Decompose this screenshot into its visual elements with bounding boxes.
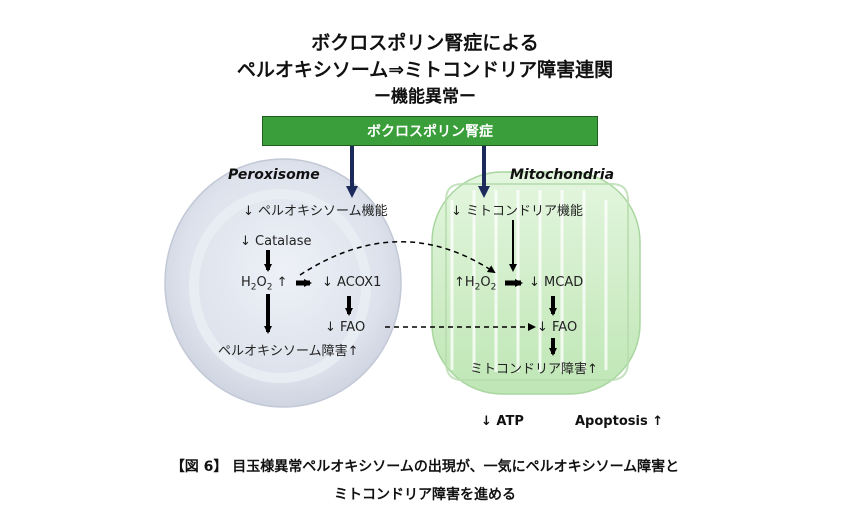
mitochondria-label: Mitochondria xyxy=(510,167,615,183)
mitochondria-body xyxy=(431,171,641,395)
acox1-label: ↓ ACOX1 xyxy=(322,275,382,290)
peroxisome-inner-ring xyxy=(189,189,371,383)
peroxisome-label: Peroxisome xyxy=(228,167,320,183)
title-line-1: ボクロスポリン腎症による xyxy=(311,32,539,54)
mitochondria-damage-label: ミトコンドリア障害↑ xyxy=(470,362,598,377)
mitochondria-function-label: ↓ ミトコンドリア機能 xyxy=(451,204,584,219)
title-line-3: ー機能異常ー xyxy=(374,87,476,107)
h2o2-dashed-transfer-arrow xyxy=(299,241,496,276)
apoptosis-label: Apoptosis ↑ xyxy=(575,414,664,429)
atp-label: ↓ ATP xyxy=(481,414,524,429)
mitochondria-fao-label: ↓ FAO xyxy=(537,320,578,335)
figure-caption-line-2: ミトコンドリア障害を進める xyxy=(334,487,516,503)
peroxisome-damage-label: ペルオキシソーム障害↑ xyxy=(218,344,359,359)
mitochondria-h2o2-label: ↑H2O2 xyxy=(454,275,497,293)
peroxisome-h2o2-label: H2O2 ↑ xyxy=(241,275,288,293)
catalase-label: ↓ Catalase xyxy=(240,234,312,249)
peroxisome-fao-label: ↓ FAO xyxy=(325,320,366,335)
peroxisome-function-label: ↓ ペルオキシソーム機能 xyxy=(243,204,388,219)
banner-disease: ボクロスポリン腎症 xyxy=(262,116,598,146)
mitochondria-inner-membrane xyxy=(445,183,629,381)
title-line-2: ペルオキシソーム⇒ミトコンドリア障害連関 xyxy=(236,59,614,81)
figure-caption-line-1: 【図 6】 目玉様異常ペルオキシソームの出現が、一気にペルオキシソーム障害と xyxy=(170,459,680,475)
mcad-label: ↓ MCAD xyxy=(529,275,584,290)
